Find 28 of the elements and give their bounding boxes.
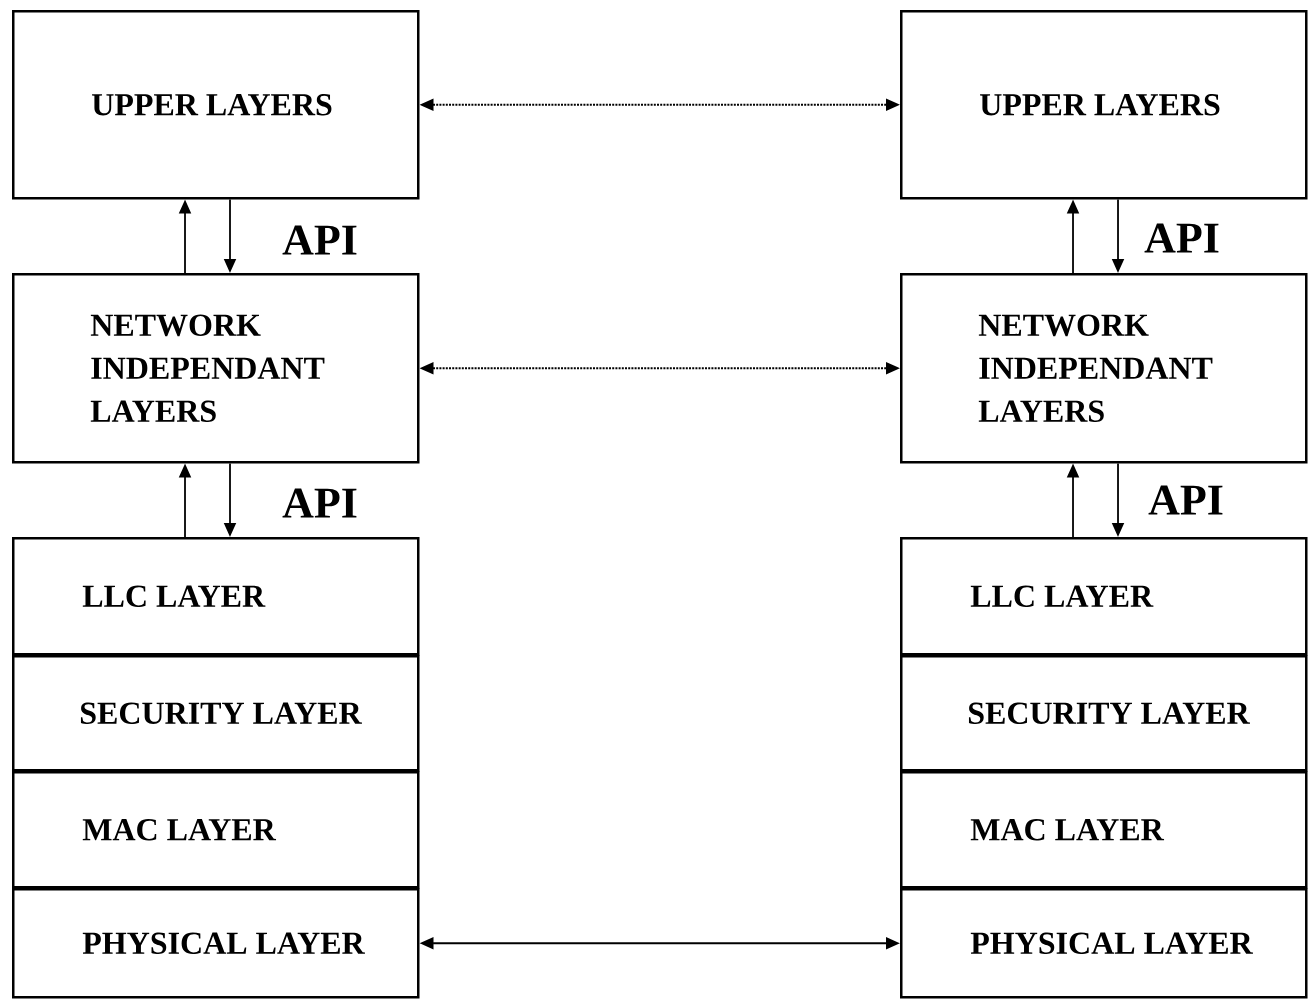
- layer-label: LLC LAYER: [82, 585, 266, 607]
- layer-box: [12, 771, 420, 889]
- layer-box: [900, 771, 1308, 889]
- layer-label: LLC LAYER: [970, 585, 1154, 607]
- layer-box: [900, 655, 1308, 772]
- layer-label: PHYSICAL LAYER: [82, 932, 365, 954]
- layer-label: SECURITY LAYER: [80, 702, 362, 724]
- layer-label: NETWORK INDEPENDANT LAYERS: [978, 314, 1213, 422]
- layer-box: [12, 273, 420, 464]
- layer-box: [900, 888, 1308, 999]
- layer-label: SECURITY LAYER: [968, 702, 1250, 724]
- layer-label: NETWORK INDEPENDANT LAYERS: [90, 314, 325, 422]
- layer-box: [900, 273, 1308, 464]
- layer-box: [12, 537, 420, 656]
- layer-box: [12, 10, 420, 200]
- interface-label: API: [1148, 485, 1223, 515]
- layer-box: [900, 537, 1308, 656]
- layer-box: [12, 888, 420, 999]
- layer-box: [900, 10, 1308, 200]
- interface-label: API: [282, 488, 357, 518]
- layer-label: UPPER LAYERS: [980, 94, 1220, 116]
- interface-label: API: [282, 225, 357, 255]
- layer-box: [12, 655, 420, 772]
- layer-label: MAC LAYER: [82, 819, 277, 841]
- layer-label: MAC LAYER: [970, 819, 1165, 841]
- layer-label: PHYSICAL LAYER: [970, 932, 1253, 954]
- layer-label: UPPER LAYERS: [92, 94, 332, 116]
- interface-label: API: [1144, 223, 1219, 253]
